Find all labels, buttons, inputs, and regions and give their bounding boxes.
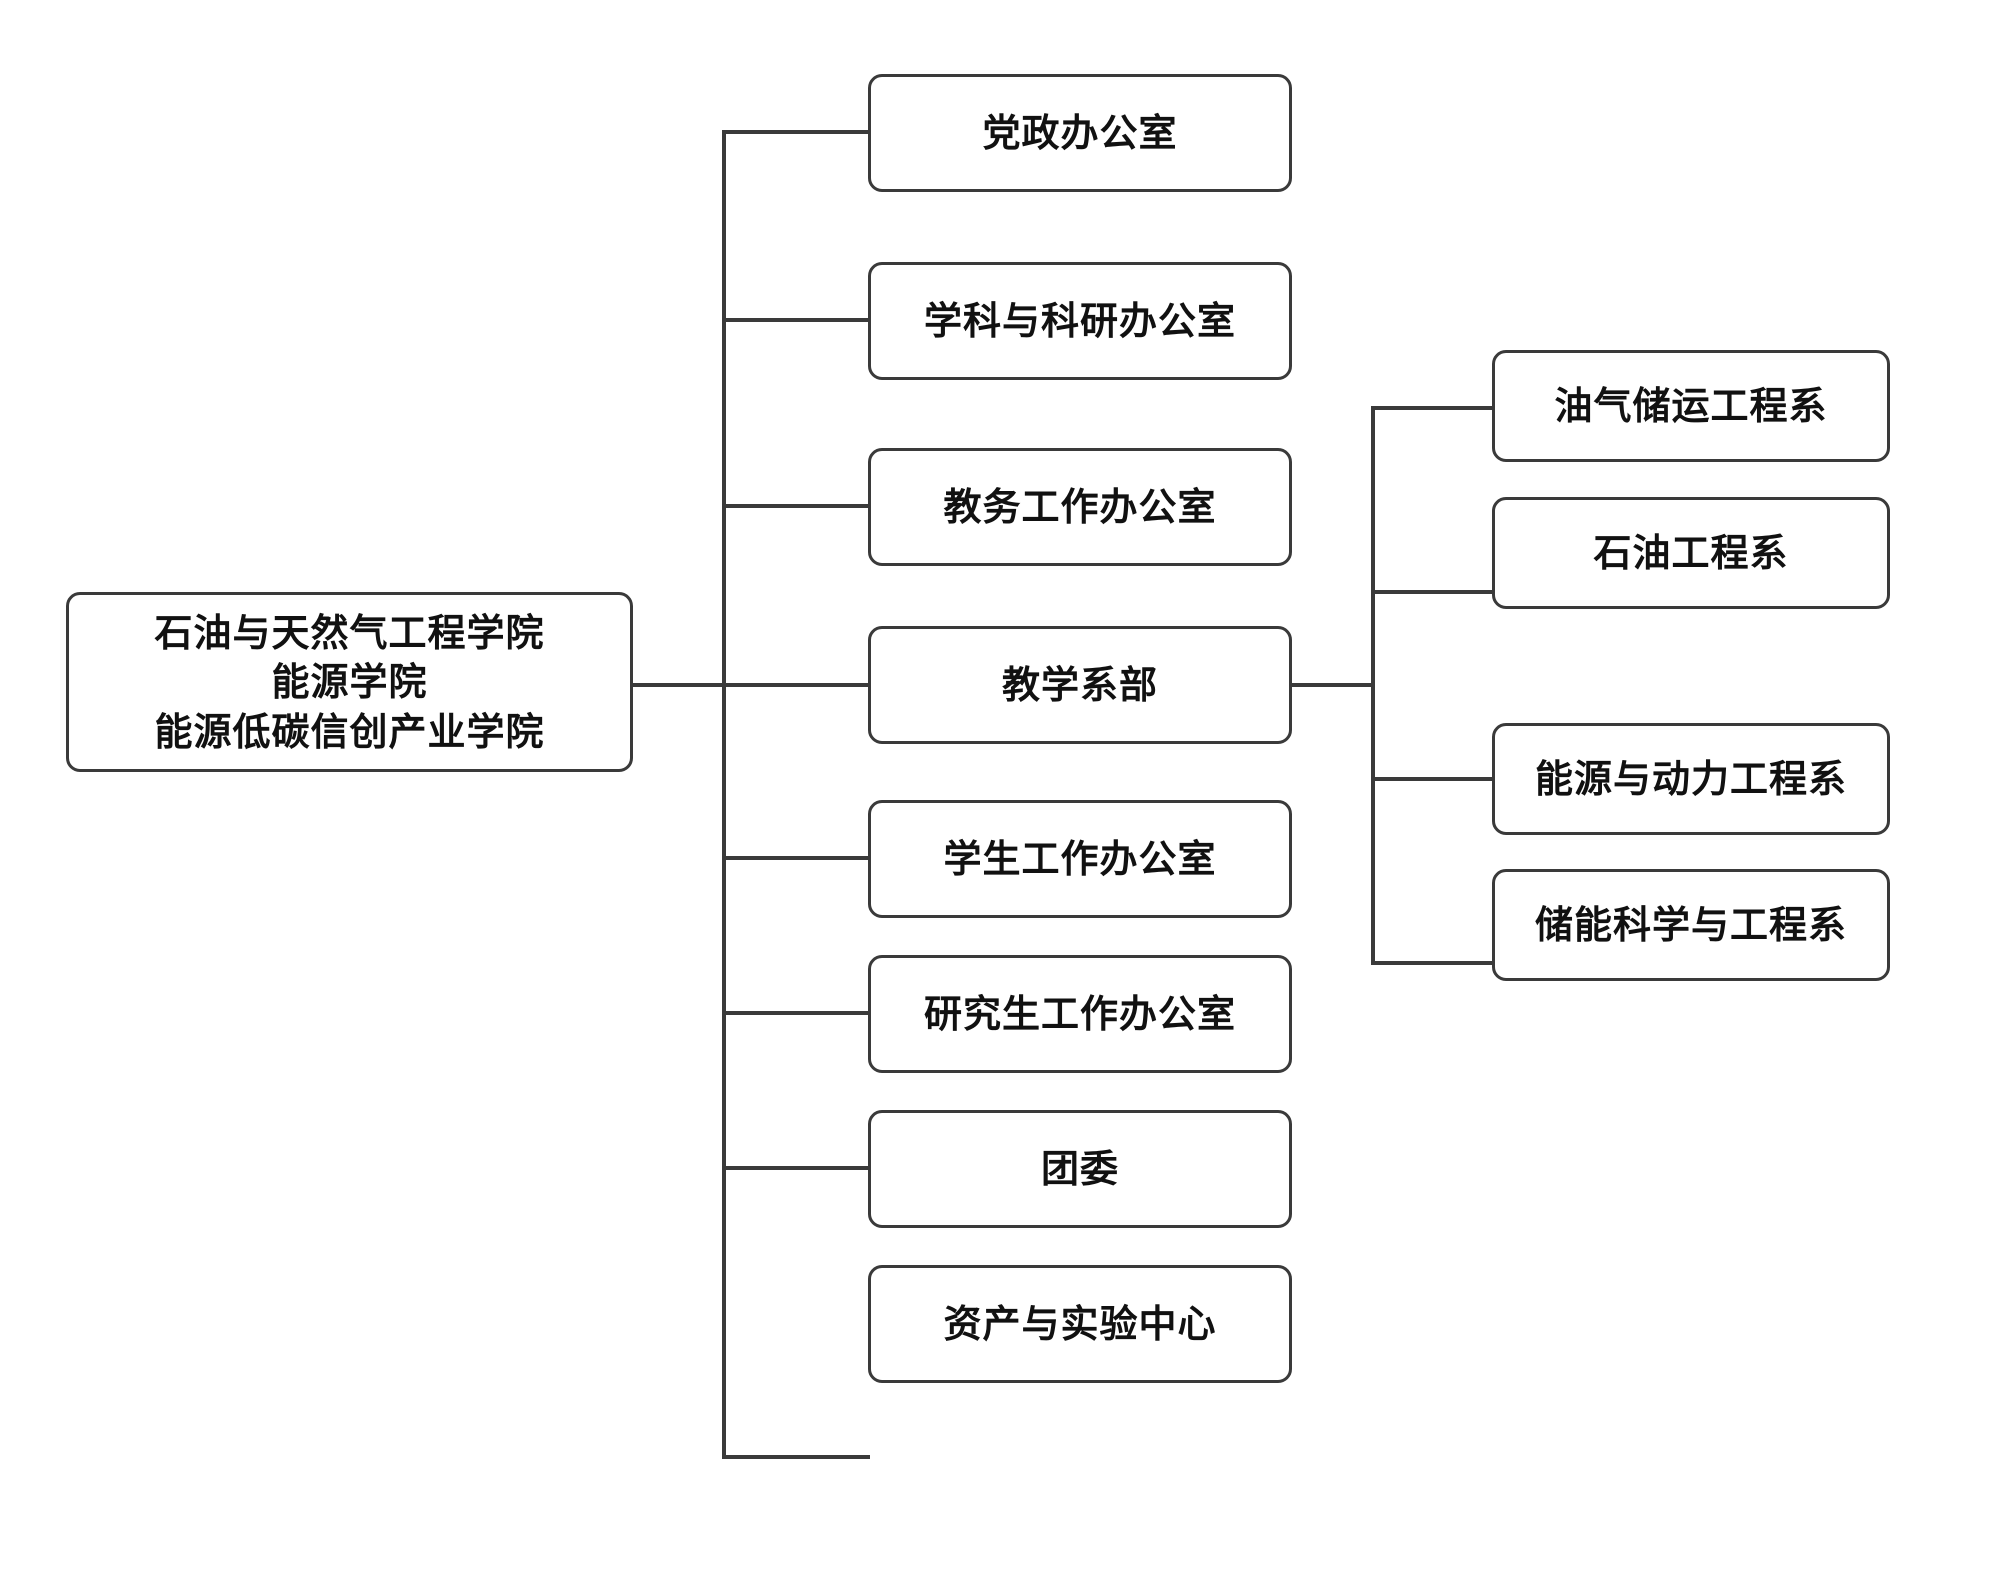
- node-root-college[interactable]: 石油与天然气工程学院 能源学院 能源低碳信创产业学院: [66, 592, 633, 772]
- root-line-1: 石油与天然气工程学院: [154, 609, 545, 655]
- node-graduate-affairs-office[interactable]: 研究生工作办公室: [868, 955, 1292, 1073]
- node-label: 教学系部: [1001, 662, 1158, 708]
- node-energy-storage-engineering-dept[interactable]: 储能科学与工程系: [1492, 869, 1890, 981]
- node-label: 资产与实验中心: [943, 1301, 1217, 1347]
- node-label: 党政办公室: [982, 110, 1178, 156]
- node-label: 石油工程系: [1593, 530, 1789, 576]
- root-line-2: 能源学院: [271, 659, 428, 705]
- node-label: 团委: [1040, 1146, 1119, 1192]
- node-academic-affairs-office[interactable]: 教务工作办公室: [868, 448, 1292, 566]
- node-oil-gas-storage-transport-dept[interactable]: 油气储运工程系: [1492, 350, 1890, 462]
- node-label: 研究生工作办公室: [923, 991, 1236, 1037]
- node-label: 教务工作办公室: [943, 484, 1217, 530]
- node-student-affairs-office[interactable]: 学生工作办公室: [868, 800, 1292, 918]
- node-youth-league-committee[interactable]: 团委: [868, 1110, 1292, 1228]
- node-petroleum-engineering-dept[interactable]: 石油工程系: [1492, 497, 1890, 609]
- node-teaching-departments[interactable]: 教学系部: [868, 626, 1292, 744]
- node-energy-power-engineering-dept[interactable]: 能源与动力工程系: [1492, 723, 1890, 835]
- node-label: 油气储运工程系: [1554, 383, 1828, 429]
- node-label: 学生工作办公室: [943, 836, 1217, 882]
- node-label: 储能科学与工程系: [1534, 902, 1847, 948]
- node-label: 学科与科研办公室: [923, 298, 1236, 344]
- root-line-3: 能源低碳信创产业学院: [154, 708, 545, 754]
- node-label: 能源与动力工程系: [1534, 756, 1847, 802]
- node-party-admin-office[interactable]: 党政办公室: [868, 74, 1292, 192]
- node-discipline-research-office[interactable]: 学科与科研办公室: [868, 262, 1292, 380]
- node-assets-lab-center[interactable]: 资产与实验中心: [868, 1265, 1292, 1383]
